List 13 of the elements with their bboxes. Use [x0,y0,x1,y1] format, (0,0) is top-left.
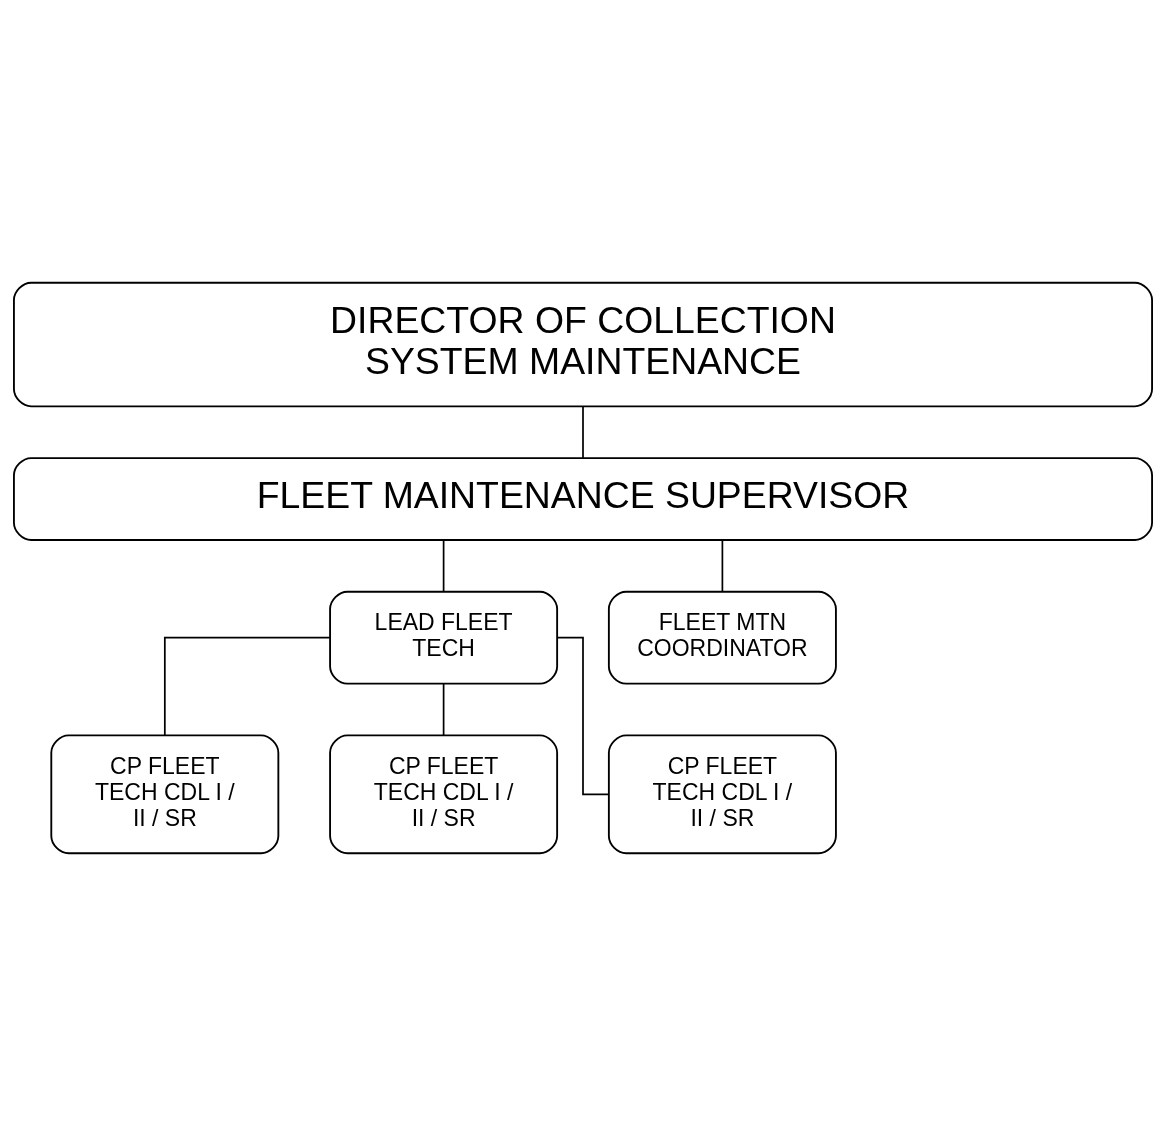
node-box: FLEET MAINTENANCE SUPERVISOR [13,456,1153,541]
connector [582,405,584,459]
node-box: CP FLEET TECH CDL I / II / SR [50,733,280,854]
connector [163,636,331,736]
connector [442,538,445,592]
node-box: CP FLEET TECH CDL I / II / SR [329,733,559,854]
connector [442,682,445,736]
connector [556,636,610,795]
node-box: DIRECTOR OF COLLECTION SYSTEM MAINTENANCE [13,281,1153,407]
node-box: CP FLEET TECH CDL I / II / SR [607,733,837,854]
node-box: FLEET MTN COORDINATOR [607,590,837,685]
connector [721,538,724,592]
node-box: LEAD FLEET TECH [329,590,559,685]
